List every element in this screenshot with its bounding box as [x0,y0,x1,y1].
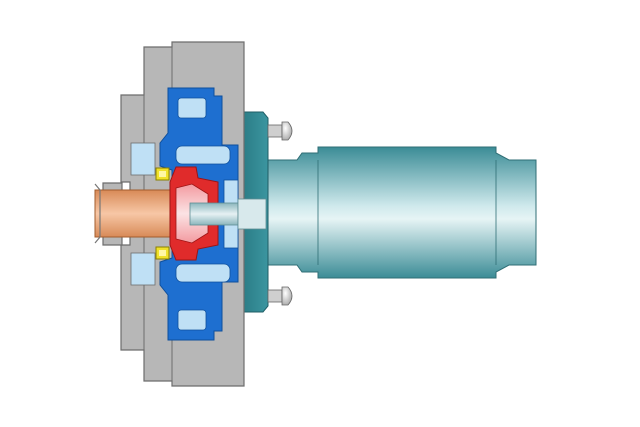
seal-ring-top [155,167,170,181]
seal-ring-bottom [155,246,170,260]
bolt-bottom [267,286,293,306]
bolt-top [267,121,293,141]
motor-body [261,146,537,279]
housing-cavity [130,142,156,286]
shaft [189,198,267,230]
inlet-pipe [94,183,171,244]
